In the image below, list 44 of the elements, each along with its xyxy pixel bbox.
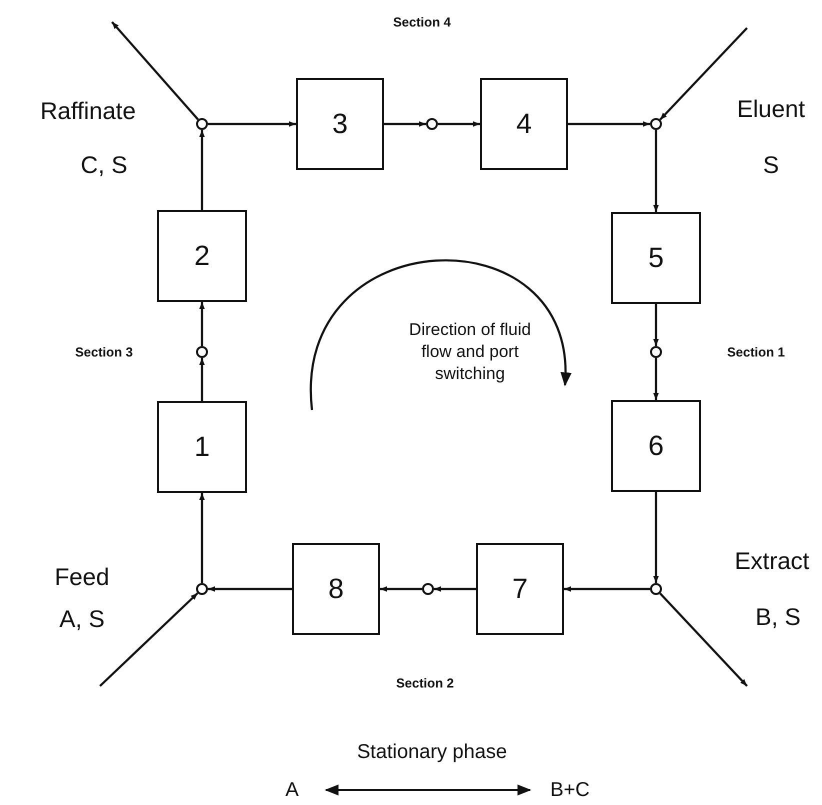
arrow (199, 302, 205, 346)
arrow (659, 27, 748, 120)
label-text: Section 4 (393, 13, 451, 32)
arrow (434, 586, 476, 592)
label-text: B, S (755, 603, 801, 633)
arrow (653, 304, 659, 346)
label-text: Section 2 (396, 674, 454, 692)
label-text: Extract (734, 547, 810, 577)
column-box: 8 (292, 543, 380, 635)
column-box: 6 (611, 400, 701, 492)
arrow (99, 592, 198, 687)
label-text: Direction of fluid flow and port switching (408, 319, 532, 385)
arrow (380, 586, 422, 592)
arrow (199, 493, 205, 583)
column-box: 5 (611, 212, 701, 304)
label-text: Eluent (736, 95, 806, 125)
arrow (653, 130, 659, 212)
column-box: 7 (476, 543, 564, 635)
label-text: S (763, 151, 779, 181)
arrow (438, 121, 480, 127)
label-text: Stationary phase (356, 740, 508, 765)
arrow (659, 592, 748, 687)
arrow (199, 130, 205, 210)
label-text: A, S (59, 605, 105, 635)
arrow (208, 586, 292, 592)
arrow (564, 586, 650, 592)
arrow (568, 121, 650, 127)
column-box: 2 (157, 210, 247, 302)
column-box: 3 (296, 78, 384, 170)
arrow (208, 121, 296, 127)
label-text: Raffinate (40, 97, 136, 127)
arrow (653, 358, 659, 400)
label-text: B+C (550, 778, 590, 803)
column-box: 4 (480, 78, 568, 170)
arrow (199, 358, 205, 401)
arrow (384, 121, 426, 127)
label-text: A (285, 778, 299, 803)
label-text: Section 1 (727, 343, 785, 362)
arrow (111, 21, 199, 120)
label-text: C, S (80, 151, 128, 181)
label-text: Section 3 (75, 343, 133, 362)
label-text: Feed (54, 563, 110, 593)
arrow (653, 492, 659, 583)
column-box: 1 (157, 401, 247, 493)
